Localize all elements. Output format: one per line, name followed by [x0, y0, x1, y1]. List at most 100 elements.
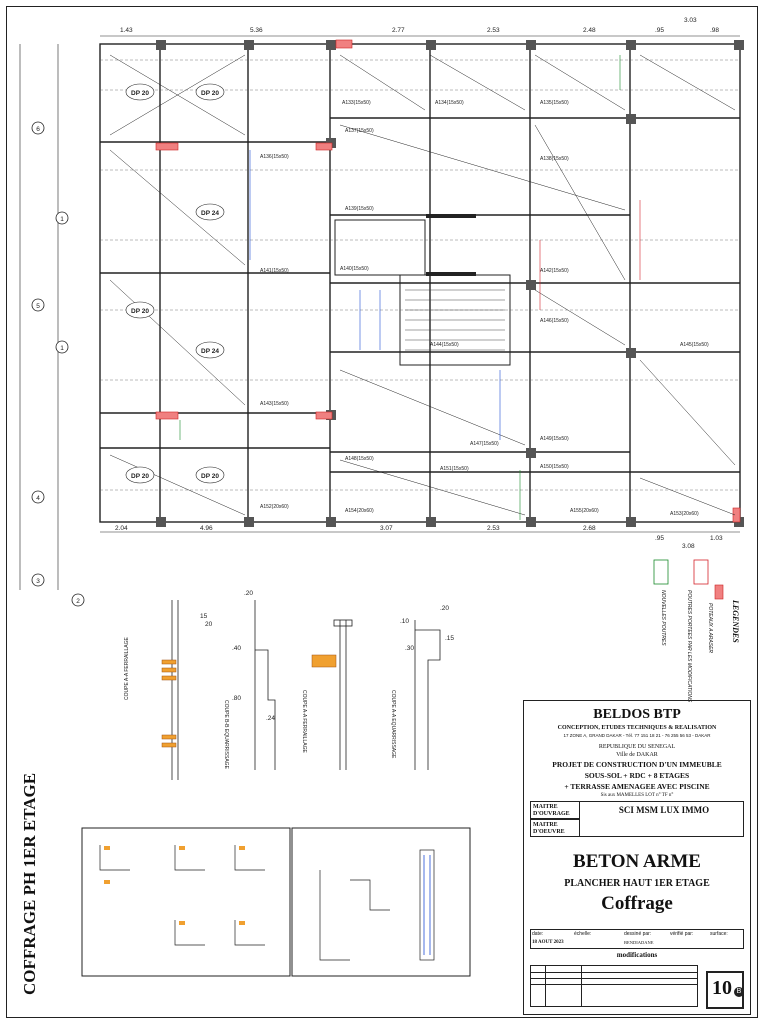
axis-2: 2 [76, 598, 80, 605]
slab-label-5: DP 24 [201, 348, 219, 355]
drawing-sheet [6, 6, 758, 1018]
stair-detail-box [291, 827, 471, 977]
project-line-2: SOUS-SOL + RDC + 8 ETAGES [584, 771, 690, 780]
project-line-1: PROJET DE CONSTRUCTION D'UN IMMEUBLE [552, 760, 722, 769]
sheet-number-box: 10 B [706, 971, 744, 1009]
slab-label-6: DP 20 [131, 473, 149, 480]
meta-date-value: 18 AOUT 2023 [532, 940, 564, 945]
legend-item-3: NOUVELLES POUTRES [660, 590, 666, 646]
top-dim-5: 2.48 [583, 27, 596, 34]
beam-label-10: A142(15x50) [540, 268, 569, 274]
meta-surface-label: surface: [710, 931, 728, 937]
meta-drawn-value: BENDIADANE [624, 940, 654, 945]
rebar-details-box [81, 827, 291, 977]
axis-4: 4 [36, 495, 40, 502]
beam-label-6: A138(15x50) [540, 156, 569, 162]
top-dim-8: .98 [710, 27, 719, 34]
bottom-dim-8: 3.08 [682, 543, 695, 550]
meta-date-label: date: [532, 931, 544, 937]
bottom-dim-2: 4.96 [200, 525, 213, 532]
legend-item-1: POTEAUX A ARASER [707, 603, 713, 654]
city-label: Ville de DAKAR [616, 752, 658, 758]
bottom-dim-3: 3.07 [380, 525, 393, 532]
legend [653, 559, 724, 600]
sheet-number: 10 [712, 977, 732, 999]
project-line-3: + TERRASSE AMENAGEE AVEC PISCINE [564, 782, 710, 791]
top-dim-1: 1.43 [120, 27, 133, 34]
section-value-5: .80 [232, 695, 241, 702]
beam-label-13: A145(15x50) [680, 342, 709, 348]
sheet-suffix: B [734, 987, 744, 997]
meta-drawn-label: dessiné par: [624, 931, 652, 937]
slab-label-4: DP 20 [131, 308, 149, 315]
bottom-dim-1: 2.04 [115, 525, 128, 532]
beam-label-14: A146(15x50) [540, 318, 569, 324]
title-block: BELDOS BTP CONCEPTION, ETUDES TECHNIQUES… [523, 700, 751, 1015]
section-label-2: COUPE B-B EQUARRISSAGE [223, 700, 229, 770]
slab-label-1: DP 20 [131, 90, 149, 97]
section-value-2: 20 [205, 621, 213, 628]
beam-label-17: A149(15x50) [540, 436, 569, 442]
works-label: MAITRE D'OEUVRE [530, 819, 580, 837]
axis-1a: 1 [60, 216, 64, 223]
project-line-4: Sis aux MAMELLES LOT n° TF n° [600, 793, 674, 798]
axis-1b: 1 [60, 345, 64, 352]
axis-5: 5 [36, 303, 40, 310]
beam-label-18: A150(15x50) [540, 464, 569, 470]
main-title: BETON ARME [573, 851, 701, 872]
meta-scale-label: échelle: [574, 931, 592, 937]
beam-label-16: A148(15x50) [345, 456, 374, 462]
sheet-title: Coffrage [601, 893, 673, 914]
top-dim-6: 3.03 [684, 17, 697, 24]
slab-label-2: DP 20 [201, 90, 219, 97]
slab-label-3: DP 24 [201, 210, 219, 217]
beam-label-23: A155(20x60) [570, 508, 599, 514]
beam-label-8: A140(15x50) [340, 266, 369, 272]
company-name: BELDOS BTP [593, 707, 681, 722]
top-dim-4: 2.53 [487, 27, 500, 34]
axis-3: 3 [36, 578, 40, 585]
beam-label-7: A139(15x50) [345, 206, 374, 212]
owner-value: SCI MSM LUX IMMO [618, 805, 710, 815]
bottom-dim-7: 1.03 [710, 535, 723, 542]
meta-checked-label: vérifié par: [670, 931, 694, 937]
meta-row [530, 929, 744, 949]
modifications-table [530, 965, 698, 1007]
axis-6: 6 [36, 126, 40, 133]
section-value-8: .15 [445, 635, 454, 642]
section-value-3: .20 [244, 590, 253, 597]
company-sub: CONCEPTION, ETUDES TECHNIQUES & REALISAT… [557, 725, 717, 731]
section-value-1: 15 [200, 613, 208, 620]
section-value-6: .24 [266, 715, 275, 722]
beam-label-4: A136(15x50) [260, 154, 289, 160]
beam-label-9: A141(15x50) [260, 268, 289, 274]
bottom-dim-6: .95 [655, 535, 664, 542]
beam-label-3: A135(15x50) [540, 100, 569, 106]
top-dim-2: 5.36 [250, 27, 263, 34]
owner-label: MAITRE D'OUVRAGE [530, 801, 580, 819]
section-value-4: .40 [232, 645, 241, 652]
modifications-label: modifications [616, 951, 658, 959]
legend-title: LEGENDES [731, 600, 740, 643]
section-label-1: COUPE A-A FERRAILLAGE [124, 637, 130, 700]
beam-label-11: A143(15x50) [260, 401, 289, 407]
section-value-7: .10 [400, 618, 409, 625]
sub-title: PLANCHER HAUT 1ER ETAGE [564, 878, 710, 889]
legend-item-2: POUTRES PORTEES PAR LES MODIFICATIONS [686, 590, 692, 703]
beam-label-22: A154(20x60) [345, 508, 374, 514]
vertical-title: COFFRAGE PH 1ER ETAGE [20, 772, 39, 995]
top-dim-3: 2.77 [392, 27, 405, 34]
company-address: 17 ZONE A, GRAND DAKAR - Tél. 77 151 18 … [563, 733, 711, 738]
beam-label-1: A133(15x50) [342, 100, 371, 106]
beam-label-15: A147(15x50) [470, 441, 499, 447]
beam-label-21: A153(20x60) [670, 511, 699, 517]
beam-label-20: A152(20x60) [260, 504, 289, 510]
section-value-10: .20 [440, 605, 449, 612]
section-label-4: COUPE A-A EQUARRISSAGE [390, 690, 396, 759]
bottom-dim-5: 2.68 [583, 525, 596, 532]
top-dim-7: .95 [655, 27, 664, 34]
beam-label-12: A144(15x50) [430, 342, 459, 348]
bottom-dim-4: 2.53 [487, 525, 500, 532]
republic-label: REPUBLIQUE DU SENEGAL [598, 744, 676, 750]
